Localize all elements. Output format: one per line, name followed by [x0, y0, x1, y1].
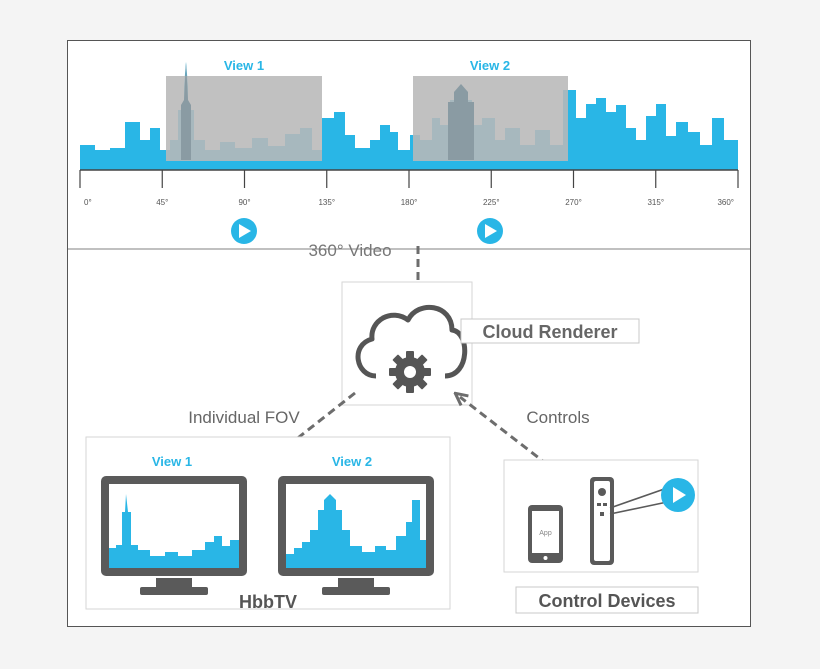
view-2-play-button[interactable]	[477, 218, 503, 244]
fov-label: Individual FOV	[188, 408, 300, 427]
tv-2-skyline	[286, 494, 426, 568]
tv-2-monitor-icon	[278, 476, 434, 595]
degree-tick-label: 45°	[156, 198, 168, 207]
tv-view-2-label: View 2	[332, 454, 372, 469]
cloud-renderer-node: Cloud Renderer	[341, 281, 640, 406]
tv-view-1-label: View 1	[152, 454, 192, 469]
controls-arrow	[460, 397, 549, 467]
tv-1-monitor-icon	[101, 476, 247, 595]
video-flow-label: 360° Video	[308, 241, 391, 260]
remote-signal-line	[609, 486, 671, 509]
cloud-renderer-label: Cloud Renderer	[482, 322, 617, 342]
degree-tick-label: 0°	[84, 198, 92, 207]
degree-ticks: 0° 45° 90° 135° 180° 225° 270° 315° 360°	[79, 170, 739, 207]
remote-play-button[interactable]	[661, 478, 695, 512]
controls-label: Controls	[526, 408, 589, 427]
degree-tick-label: 135°	[318, 198, 335, 207]
view-2-tower	[448, 84, 474, 160]
view-1-tower	[181, 62, 191, 160]
play-icon	[485, 224, 497, 238]
panorama-panel: View 1 View 2 0° 45° 90° 135° 180° 225° 270° 31…	[79, 58, 739, 244]
degree-tick-label: 270°	[565, 198, 582, 207]
degree-tick-label: 360°	[717, 198, 734, 207]
control-devices-panel: App Control Devices	[503, 459, 699, 614]
degree-tick-label: 315°	[647, 198, 664, 207]
gear-icon	[389, 351, 431, 393]
view-1-play-button[interactable]	[231, 218, 257, 244]
play-icon	[673, 487, 686, 503]
hbbtv-panel: View 1 View 2 HbbTV	[85, 436, 451, 612]
control-devices-caption: Control Devices	[538, 591, 675, 611]
tv-1-skyline	[109, 494, 239, 568]
panorama-view-1-label: View 1	[224, 58, 264, 73]
panorama-view-2-label: View 2	[470, 58, 510, 73]
degree-tick-label: 225°	[483, 198, 500, 207]
remote-signal-line	[609, 500, 673, 515]
remote-control-icon	[590, 477, 614, 565]
view-1-region	[166, 76, 322, 161]
panorama-skyline	[80, 62, 738, 170]
phone-app-text: App	[539, 530, 552, 537]
hbbtv-caption: HbbTV	[239, 592, 297, 612]
degree-tick-label: 180°	[401, 198, 418, 207]
degree-tick-label: 90°	[238, 198, 250, 207]
play-icon	[239, 224, 251, 238]
view-2-region	[413, 76, 568, 161]
smartphone-icon: App	[528, 505, 563, 563]
